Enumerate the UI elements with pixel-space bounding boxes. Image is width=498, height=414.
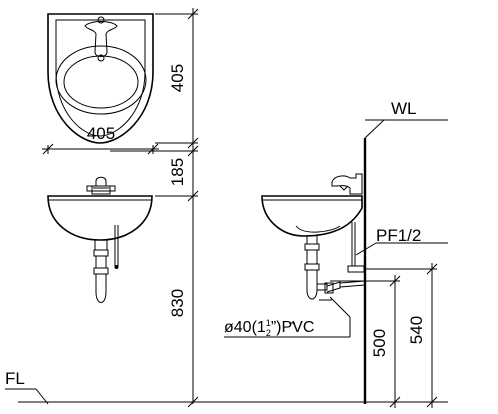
faucet-handle-top [97,16,105,24]
trap-bend-front [95,291,107,303]
trap-front [93,249,109,292]
label-wall: WL [391,99,417,118]
pf-label-group: PF1/2 [355,226,448,256]
top-view [47,13,154,144]
floor: FL [5,369,448,405]
dim-top-width: 405 [87,124,115,143]
basin-front [47,195,153,241]
side-view [261,173,368,301]
top-dim-height: 405 [155,8,199,149]
top-dim-width: 405 [42,124,159,155]
faucet-side [331,173,363,195]
basin-outline-top [47,13,154,144]
faucet-top-view [84,21,118,57]
front-view [47,176,153,303]
dim-supply-height: 540 [407,316,426,344]
wall: WL [363,99,448,404]
front-dim: 185 830 [110,145,199,408]
label-pf: PF1/2 [376,226,421,245]
bowl-outer [55,45,147,115]
supply-valve-front [114,265,119,269]
angle-valve [347,265,365,273]
side-dims: 500 540 [330,263,438,408]
drain-arm-side [317,280,366,293]
dim-faucet-height: 185 [168,158,187,186]
basin-side [261,195,363,237]
drain-top [97,54,105,62]
label-floor: FL [5,369,25,388]
bowl-inner [63,55,139,109]
dim-basin-height: 830 [168,289,187,317]
trap-side [304,243,320,290]
dim-trap-height: 500 [370,329,389,357]
faucet-base-front [86,185,116,192]
basin-inner-top [55,19,146,137]
dim-top-height: 405 [168,64,187,92]
